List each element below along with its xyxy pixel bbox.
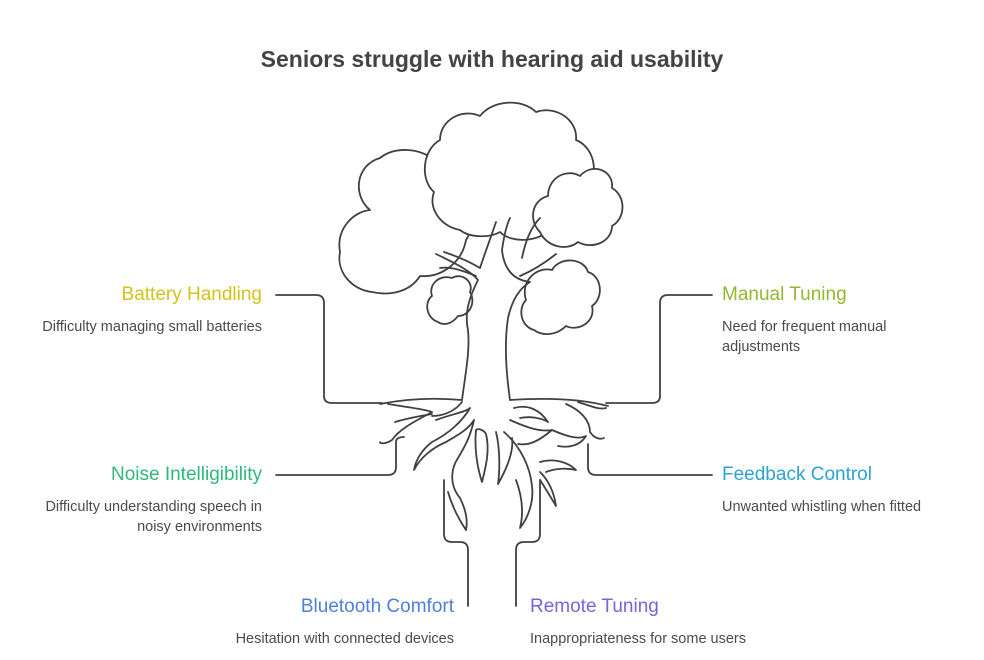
connector-lines (275, 294, 713, 607)
remote-tuning-desc: Inappropriateness for some users (530, 631, 746, 647)
page-title: Seniors struggle with hearing aid usabil… (260, 46, 724, 72)
noise-intelligibility-desc: Difficulty understanding speech in noisy… (45, 499, 262, 535)
feedback-control-label: Feedback Control (722, 464, 872, 485)
noise-intelligibility-label: Noise Intelligibility (110, 464, 262, 485)
connector-remote (515, 479, 541, 607)
item-noise: Noise Intelligibility Difficulty underst… (20, 463, 262, 537)
item-battery: Battery Handling Difficulty managing sma… (20, 283, 262, 337)
connector-bluetooth (443, 479, 469, 607)
item-feedback: Feedback Control Unwanted whistling when… (722, 463, 962, 517)
remote-tuning-label: Remote Tuning (530, 596, 659, 617)
tree-canopy (338, 101, 624, 335)
feedback-control-desc: Unwanted whistling when fitted (722, 499, 922, 515)
connector-noise (275, 436, 405, 476)
manual-tuning-desc: Need for frequent manual adjustments (722, 319, 887, 355)
canopy-small-right-cloud (520, 259, 601, 335)
item-bluetooth: Bluetooth Comfort Hesitation with connec… (194, 595, 454, 649)
battery-handling-desc: Difficulty managing small batteries (42, 319, 262, 335)
connector-battery (275, 294, 383, 404)
tree-roots (379, 397, 609, 531)
bluetooth-comfort-label: Bluetooth Comfort (300, 596, 454, 617)
battery-handling-label: Battery Handling (121, 284, 262, 305)
canopy-right-cloud (532, 168, 624, 248)
item-remote: Remote Tuning Inappropriateness for some… (530, 595, 790, 649)
item-manual: Manual Tuning Need for frequent manual a… (722, 283, 922, 357)
bluetooth-comfort-desc: Hesitation with connected devices (235, 631, 454, 647)
manual-tuning-label: Manual Tuning (722, 284, 847, 305)
connector-manual (605, 294, 713, 404)
canopy-small-left-cloud (426, 275, 474, 325)
connector-feedback (587, 443, 713, 476)
tree-trunk (435, 217, 557, 401)
